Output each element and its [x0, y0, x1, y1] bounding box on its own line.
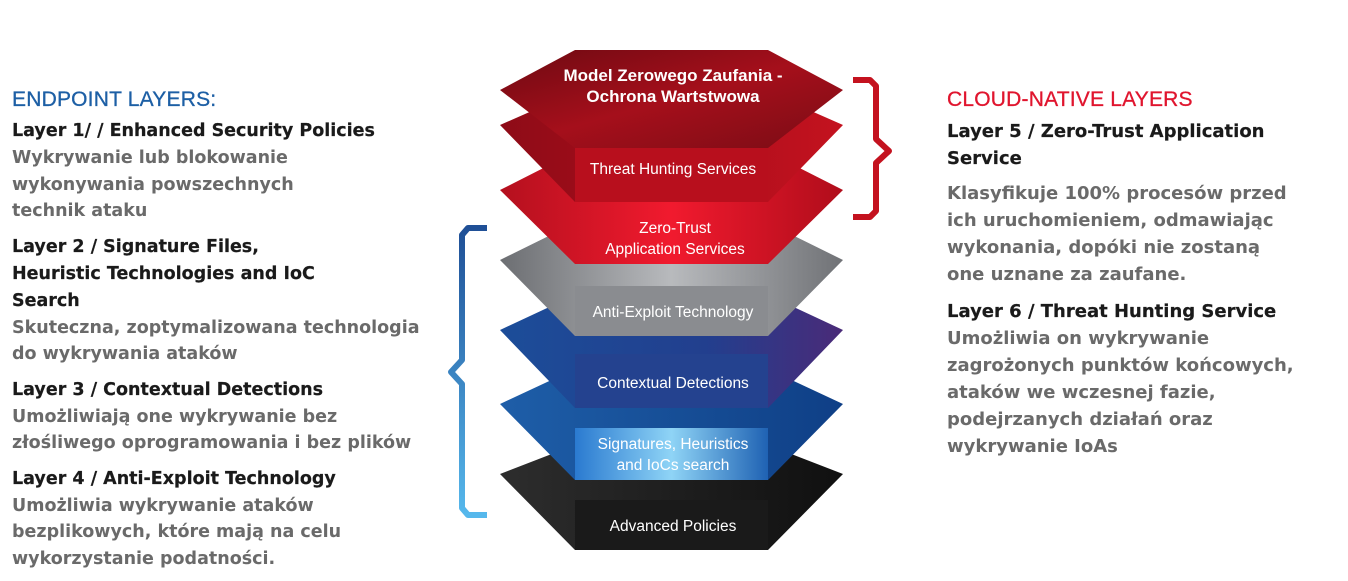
stack-label-advanced-policies: Advanced Policies	[609, 518, 737, 535]
endpoint-layers-column: ENDPOINT LAYERS: Layer 1/ / Enhanced Sec…	[12, 88, 432, 581]
endpoint-layer-4: Layer 4 / Anti-Exploit Technology Umożli…	[12, 466, 432, 573]
layer-title: Layer 2 / Signature Files, Heuristic Tec…	[12, 236, 315, 311]
layer-title: Layer 1/ / Enhanced Security Policies	[12, 121, 375, 141]
cloud-brace	[853, 77, 892, 220]
stack-label-zero-trust: Zero-Trust Application Services	[605, 220, 745, 258]
layer-anti-exploit-front	[575, 286, 768, 336]
diagram-title: Model Zerowego Zaufania - Ochrona Wartst…	[563, 66, 783, 106]
layered-stack-diagram	[448, 50, 892, 550]
layer-contextual-front	[575, 354, 768, 408]
cloud-native-layers-heading: CLOUD-NATIVE LAYERS	[947, 88, 1193, 111]
stack-label-anti-exploit: Anti-Exploit Technology	[592, 304, 754, 321]
layer-signatures-front	[575, 428, 768, 480]
stack-top-cap	[500, 50, 843, 148]
layer-title: Layer 5 / Zero-Trust Application Service	[947, 121, 1265, 169]
layer-title: Layer 3 / Contextual Detections	[12, 379, 324, 400]
layer-threat-hunting-front	[575, 148, 768, 202]
cloud-layer-5: Layer 5 / Zero-Trust Application Service…	[947, 118, 1332, 288]
endpoint-layers-heading: ENDPOINT LAYERS:	[12, 88, 217, 111]
layer-advanced-policies-front	[575, 500, 768, 550]
endpoint-layer-2: Layer 2 / Signature Files, Heuristic Tec…	[12, 234, 432, 368]
endpoint-brace	[448, 225, 487, 518]
endpoint-layer-3: Layer 3 / Contextual Detections Umożliwi…	[12, 377, 432, 457]
layer-description: Umożliwia wykrywanie ataków bezplikowych…	[12, 495, 342, 569]
stack-label-contextual: Contextual Detections	[597, 375, 749, 392]
layer-description: Klasyfikuje 100% procesów przed ich uruc…	[947, 183, 1287, 285]
layer-description: Umożliwia on wykrywanie zagrożonych punk…	[947, 328, 1294, 457]
layer-description: Wykrywanie lub blokowanie wykonywania po…	[12, 148, 294, 221]
layer-description: Skuteczna, zoptymalizowana technologia d…	[12, 317, 420, 365]
cloud-layer-6: Layer 6 / Threat Hunting Service Umożliw…	[947, 298, 1332, 460]
layer-title: Layer 6 / Threat Hunting Service	[947, 301, 1277, 322]
layer-title: Layer 4 / Anti-Exploit Technology	[12, 468, 336, 489]
cloud-native-layers-column: CLOUD-NATIVE LAYERS Layer 5 / Zero-Trust…	[947, 88, 1332, 470]
stack-label-threat-hunting: Threat Hunting Services	[589, 161, 757, 178]
stack-label-signatures: Signatures, Heuristics and IoCs search	[597, 436, 749, 474]
layer-description: Umożliwiają one wykrywanie bez złośliweg…	[12, 406, 412, 454]
endpoint-layer-1: Layer 1/ / Enhanced Security Policies Wy…	[12, 118, 432, 225]
